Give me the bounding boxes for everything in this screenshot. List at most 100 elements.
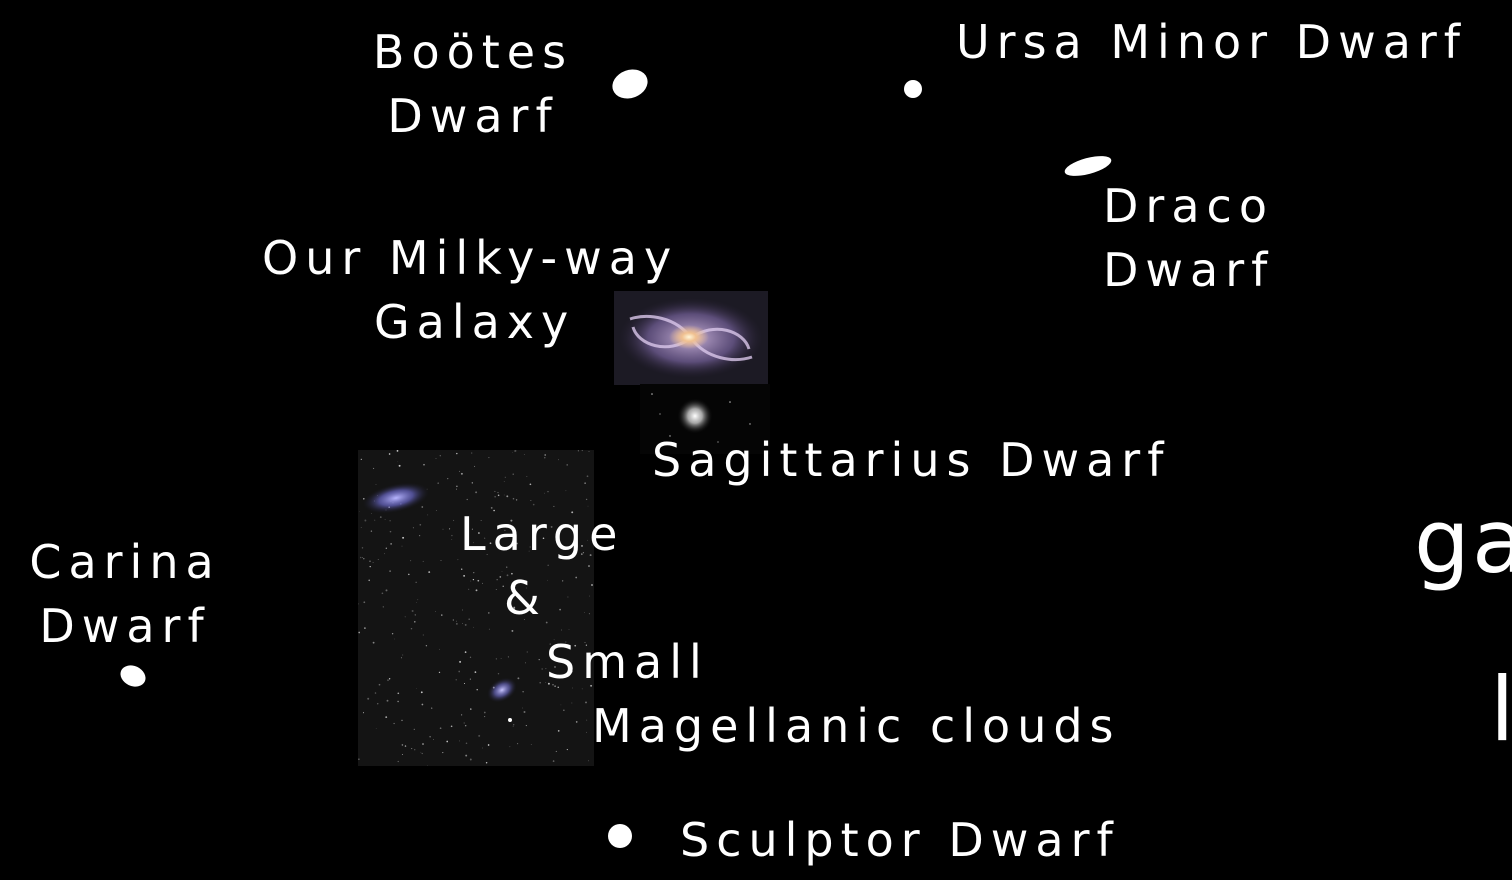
star xyxy=(437,482,439,484)
star xyxy=(475,589,478,592)
bootes-dwarf-label: Boötes Dwarf xyxy=(362,20,584,148)
star xyxy=(396,450,399,452)
star xyxy=(419,535,421,537)
star xyxy=(588,451,590,452)
star xyxy=(378,683,381,686)
star xyxy=(372,641,375,644)
star xyxy=(568,629,570,630)
star xyxy=(575,721,578,723)
star xyxy=(442,528,444,530)
star xyxy=(453,519,455,522)
star xyxy=(517,743,519,745)
star xyxy=(400,657,402,659)
star xyxy=(563,709,565,711)
star xyxy=(465,522,467,524)
star xyxy=(389,570,391,572)
star xyxy=(590,684,593,687)
star xyxy=(402,654,404,656)
star xyxy=(374,519,376,521)
star xyxy=(435,458,437,460)
star xyxy=(525,587,527,589)
star xyxy=(412,527,414,529)
star xyxy=(504,529,506,532)
star xyxy=(547,564,549,566)
star xyxy=(470,580,472,582)
star xyxy=(464,724,467,727)
star xyxy=(369,560,371,562)
star xyxy=(411,610,414,612)
star xyxy=(404,616,406,618)
star xyxy=(471,528,473,530)
milky-way-label: Our Milky-way Galaxy xyxy=(262,226,722,354)
star xyxy=(369,565,371,568)
star xyxy=(361,547,364,549)
sculptor-dwarf-marker xyxy=(608,824,632,848)
star xyxy=(512,473,514,475)
star xyxy=(397,692,400,695)
star xyxy=(572,687,573,689)
star xyxy=(506,566,508,568)
star xyxy=(582,552,585,554)
star xyxy=(575,576,578,579)
star xyxy=(545,621,548,624)
ursa-minor-dwarf-marker xyxy=(904,80,922,98)
star xyxy=(427,514,429,516)
star xyxy=(480,520,482,521)
star xyxy=(468,618,470,620)
star xyxy=(574,644,577,647)
star xyxy=(458,670,461,673)
star xyxy=(446,740,449,743)
star xyxy=(465,754,468,757)
magellanic-clouds-image xyxy=(358,450,594,766)
star xyxy=(584,641,586,644)
star xyxy=(421,506,424,508)
star xyxy=(397,700,399,703)
star xyxy=(385,589,388,592)
bootes-dwarf-marker xyxy=(608,64,652,104)
star xyxy=(416,602,417,603)
star xyxy=(565,641,567,643)
star xyxy=(464,651,467,653)
star xyxy=(488,457,490,459)
star xyxy=(581,450,583,452)
star xyxy=(456,488,457,490)
star xyxy=(588,652,590,654)
star xyxy=(469,656,472,658)
star xyxy=(530,744,532,745)
star xyxy=(364,627,366,629)
star xyxy=(466,498,468,501)
milky-way-galaxy-image xyxy=(614,291,768,385)
star xyxy=(358,631,361,634)
star xyxy=(463,575,465,577)
star xyxy=(547,491,549,493)
star xyxy=(489,542,492,545)
star xyxy=(464,623,467,626)
star xyxy=(460,472,463,475)
star xyxy=(373,467,375,469)
star xyxy=(514,450,516,452)
star xyxy=(503,494,505,496)
star xyxy=(553,505,555,507)
milky-way-line2: Galaxy xyxy=(374,295,576,349)
star xyxy=(402,536,405,539)
star xyxy=(522,707,524,709)
star xyxy=(384,519,386,520)
star xyxy=(391,633,394,635)
star xyxy=(410,560,412,562)
star xyxy=(473,572,475,574)
magellanic-large-label: Large xyxy=(460,507,625,561)
star xyxy=(581,553,583,555)
star xyxy=(397,461,399,463)
star xyxy=(494,490,496,492)
star xyxy=(433,738,434,740)
star xyxy=(422,634,424,636)
star xyxy=(465,742,468,745)
sagittarius-dwarf-label: Sagittarius Dwarf xyxy=(652,433,1171,487)
star xyxy=(509,746,511,748)
star xyxy=(510,519,513,522)
star xyxy=(439,455,441,457)
star xyxy=(497,492,499,494)
ursa-minor-dwarf-label: Ursa Minor Dwarf xyxy=(956,15,1467,69)
star xyxy=(413,728,415,731)
carina-dwarf-label: Carina Dwarf xyxy=(14,530,236,658)
